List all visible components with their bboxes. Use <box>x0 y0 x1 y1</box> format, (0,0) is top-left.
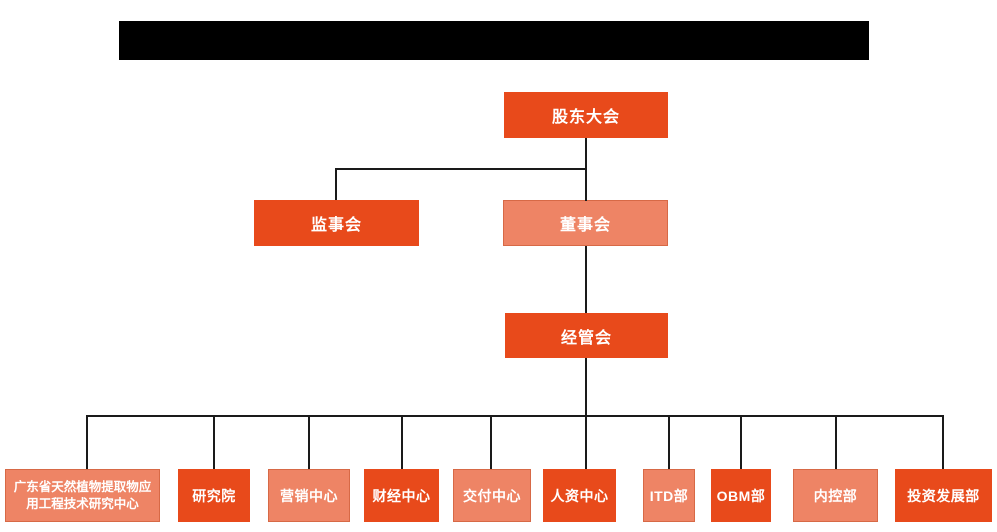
connector-departments-spine <box>86 415 944 417</box>
org-box-supervisory-board: 监事会 <box>254 200 419 246</box>
dept-box-obm: OBM部 <box>711 469 771 522</box>
connector-drop-delivery-center <box>490 415 492 470</box>
dept-box-plant-extract-research-center: 广东省天然植物提取物应用工程技术研究中心 <box>5 469 160 522</box>
connector-drop-marketing-center <box>308 415 310 470</box>
connector-drop-research-institute <box>213 415 215 470</box>
connector-branch-horizontal <box>335 168 587 170</box>
org-box-management-committee: 经管会 <box>505 313 668 358</box>
dept-box-research-institute: 研究院 <box>178 469 250 522</box>
dept-box-hr-center: 人资中心 <box>543 469 616 522</box>
connector-drop-itd <box>668 415 670 470</box>
connector-drop-investment-development <box>942 415 944 470</box>
connector-drop-obm <box>740 415 742 470</box>
connector-drop-finance-center <box>401 415 403 470</box>
connector-board-to-management <box>585 246 587 313</box>
connector-drop-research-center <box>86 415 88 470</box>
dept-box-itd: ITD部 <box>643 469 695 522</box>
org-box-board-of-directors: 董事会 <box>503 200 668 246</box>
dept-box-delivery-center: 交付中心 <box>453 469 531 522</box>
connector-drop-internal-control <box>835 415 837 470</box>
redacted-title-bar <box>119 21 869 60</box>
connector-drop-supervisory <box>335 168 337 200</box>
dept-box-finance-center: 财经中心 <box>364 469 439 522</box>
dept-box-investment-development: 投资发展部 <box>895 469 992 522</box>
dept-box-marketing-center: 营销中心 <box>268 469 350 522</box>
connector-management-stem <box>585 358 587 470</box>
dept-box-internal-control: 内控部 <box>793 469 878 522</box>
org-box-shareholders-meeting: 股东大会 <box>504 92 668 138</box>
